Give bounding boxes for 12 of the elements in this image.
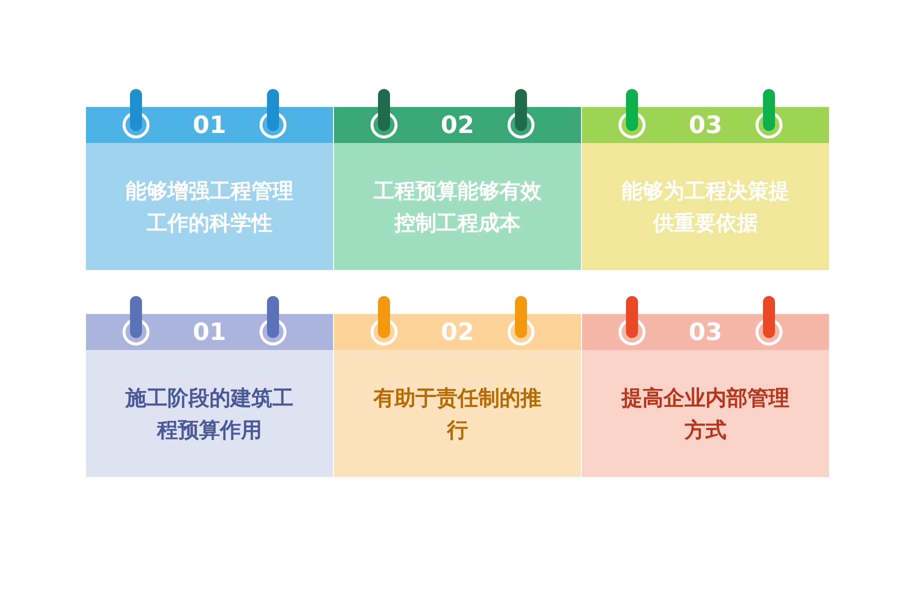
step-number: 02 <box>440 111 474 139</box>
card-text: 能够为工程决策提供重要依据 <box>620 178 790 236</box>
card-text: 工程预算能够有效控制工程成本 <box>372 178 542 236</box>
step-number: 02 <box>440 318 474 346</box>
step-number: 01 <box>192 318 226 346</box>
step-number: 01 <box>192 111 226 139</box>
step-number: 03 <box>688 318 722 346</box>
card-text: 施工阶段的建筑工程预算作用 <box>124 384 294 444</box>
card-text: 有助于责任制的推行 <box>372 384 542 444</box>
card-text: 提高企业内部管理方式 <box>620 384 790 444</box>
card-text: 能够增强工程管理工作的科学性 <box>124 178 294 236</box>
step-number: 03 <box>688 111 722 139</box>
